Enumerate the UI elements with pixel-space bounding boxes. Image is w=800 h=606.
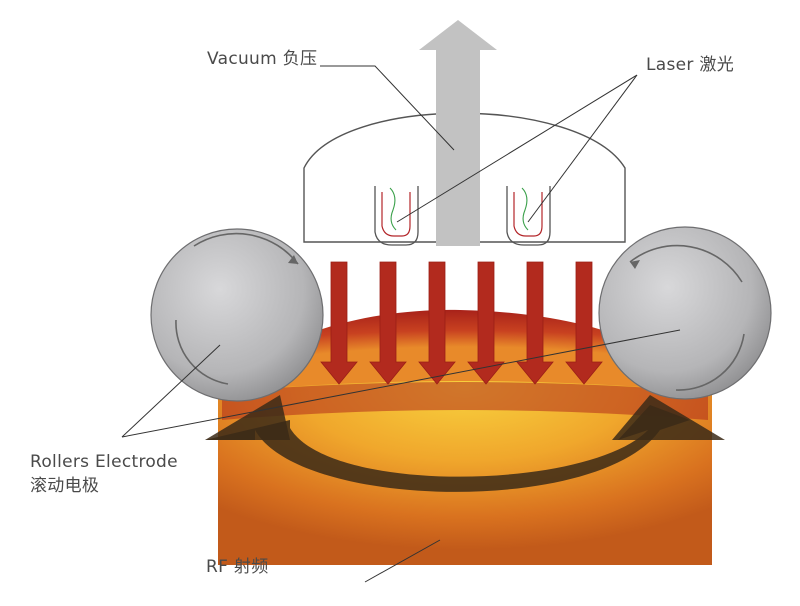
rf-down-arrow xyxy=(369,261,407,385)
roller-left xyxy=(150,228,324,402)
rf-down-arrow xyxy=(565,261,603,385)
tissue-dome-base xyxy=(222,382,708,420)
laser-emitter-right xyxy=(506,186,551,246)
rollers-electrode-label-cn: 滚动电极 xyxy=(30,476,100,496)
rf-down-arrow xyxy=(516,261,554,385)
rf-downward-arrows xyxy=(320,261,603,385)
roller-right xyxy=(598,226,772,400)
rf-down-arrow xyxy=(467,261,505,385)
vacuum-arrow xyxy=(419,20,497,246)
vacuum-label: Vacuum 负压 xyxy=(207,49,318,69)
rf-down-arrow xyxy=(418,261,456,385)
rf-label: RF 射频 xyxy=(206,557,269,577)
laser-label: Laser 激光 xyxy=(646,55,734,75)
rf-arrowhead-left xyxy=(205,395,290,440)
rf-down-arrow xyxy=(320,261,358,385)
laser-emitter-left xyxy=(374,186,419,246)
leader-lines xyxy=(121,65,681,583)
rollers-electrode-label: Rollers Electrode xyxy=(30,452,178,472)
rf-curved-arrow xyxy=(205,405,690,492)
rf-arrowhead-right xyxy=(612,395,725,440)
